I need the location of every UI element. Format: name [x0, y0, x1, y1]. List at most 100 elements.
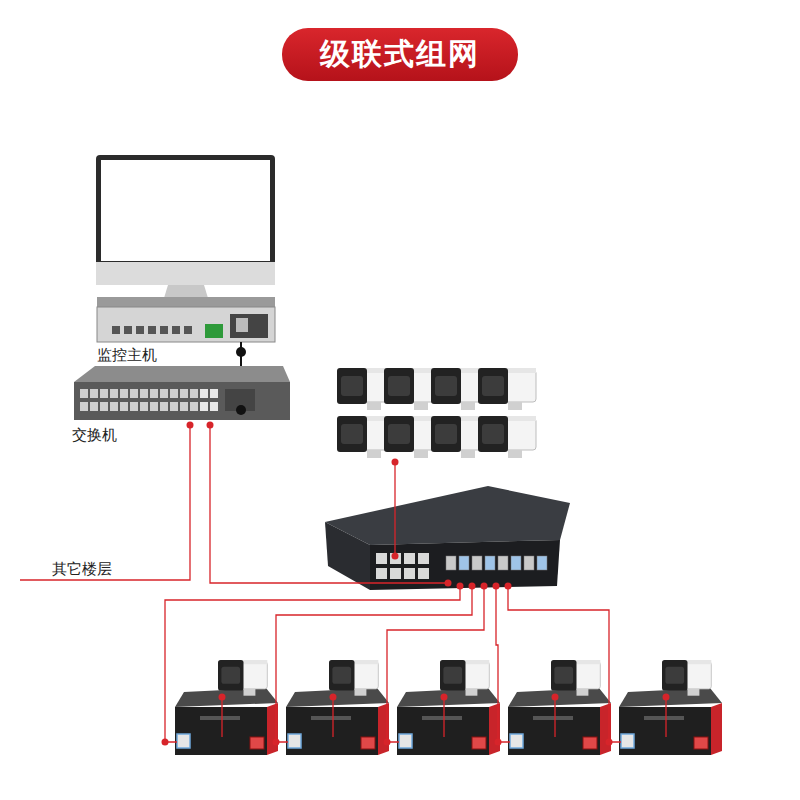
camera-lens: [388, 376, 410, 396]
switch-port: [110, 389, 118, 398]
converter-top: [619, 688, 722, 707]
device-label: 交换机: [72, 426, 117, 445]
sfp-port: [485, 556, 495, 570]
camera-wire: [665, 697, 666, 737]
fiber-wire: [508, 586, 621, 742]
converter-fiber-port: [399, 734, 412, 748]
wire-dot: [505, 583, 512, 590]
camera-front: [478, 416, 508, 452]
converter-fiber-port: [510, 734, 523, 748]
camera-front: [478, 368, 508, 404]
converter-fiber-port: [288, 734, 301, 748]
camera-lens: [435, 376, 457, 396]
converter-rj45: [472, 737, 486, 749]
camera-lens: [332, 667, 351, 684]
switch-port: [80, 402, 88, 411]
bullet-camera: [478, 416, 536, 458]
camera-lens: [443, 667, 462, 684]
camera-mount: [414, 450, 428, 458]
switch-port: [160, 389, 168, 398]
camera-mount: [461, 402, 475, 410]
bullet-camera: [329, 660, 378, 696]
converter-front: [397, 707, 489, 755]
switch-port: [170, 389, 178, 398]
device-label: 监控主机: [97, 346, 157, 365]
switch-port: [110, 402, 118, 411]
wire-dot: [330, 694, 337, 701]
wire-dot: [441, 694, 448, 701]
converter-front: [175, 707, 267, 755]
switch-port: [120, 389, 128, 398]
converter-panel: [422, 716, 462, 720]
converter-top: [286, 688, 389, 707]
converter-front: [508, 707, 600, 755]
camera-lens: [341, 376, 363, 396]
switch-port: [120, 402, 128, 411]
camera-mount: [367, 450, 381, 458]
switch-port: [130, 402, 138, 411]
camera-front: [431, 416, 461, 452]
wire-dot: [162, 739, 169, 746]
sfp-port: [459, 556, 469, 570]
converter-rj45: [694, 737, 708, 749]
sfp-port: [524, 556, 534, 570]
converter-panel: [311, 716, 351, 720]
rj45-port: [404, 553, 415, 564]
converter-rj45: [583, 737, 597, 749]
wire-dot: [495, 739, 502, 746]
switch-port: [180, 402, 188, 411]
monitor-screen: [101, 160, 270, 261]
camera-mount: [244, 689, 256, 696]
fiber-switch-top: [325, 486, 570, 545]
camera-mount: [688, 689, 700, 696]
switch-port: [210, 389, 218, 398]
floor-label: 其它楼层: [52, 560, 112, 579]
fiber-switch-side: [325, 522, 370, 590]
nvr-port: [136, 326, 144, 334]
converter-rj45: [361, 737, 375, 749]
rj45-port: [418, 553, 429, 564]
camera-mount: [414, 402, 428, 410]
rj45-port: [390, 553, 401, 564]
rj45-port: [376, 568, 387, 579]
wire-dot: [445, 580, 452, 587]
camera-mount: [367, 402, 381, 410]
camera-wire: [554, 697, 555, 737]
switch-port: [150, 389, 158, 398]
nvr-port: [124, 326, 132, 334]
nvr-terminal: [205, 324, 223, 338]
camera-lens: [665, 667, 684, 684]
wire-dot: [663, 694, 670, 701]
switch-port: [100, 402, 108, 411]
camera-mount: [577, 689, 589, 696]
sfp-port: [472, 556, 482, 570]
converter-front: [619, 707, 711, 755]
nvr-front: [97, 307, 275, 342]
rj45-port: [390, 568, 401, 579]
switch-port: [170, 402, 178, 411]
camera-mount: [466, 689, 478, 696]
nvr-power-socket: [236, 318, 248, 332]
converter-fiber-port: [621, 734, 634, 748]
converter-top: [175, 688, 278, 707]
sfp-port: [537, 556, 547, 570]
title-pill: 级联式组网: [282, 28, 518, 81]
switch-port: [80, 389, 88, 398]
wire-dot: [187, 422, 194, 429]
wire-dot: [219, 694, 226, 701]
wire-dot: [481, 583, 488, 590]
camera-front: [551, 660, 577, 691]
switch-port: [190, 402, 198, 411]
monitor-frame: [96, 155, 275, 285]
sfp-port: [498, 556, 508, 570]
nvr-port: [160, 326, 168, 334]
camera-lens: [221, 667, 240, 684]
switch-top: [74, 366, 290, 382]
camera-wire: [443, 697, 444, 737]
switch-port: [100, 389, 108, 398]
camera-front: [431, 368, 461, 404]
cable-dot: [236, 347, 246, 357]
converter-fiber-port: [177, 734, 190, 748]
